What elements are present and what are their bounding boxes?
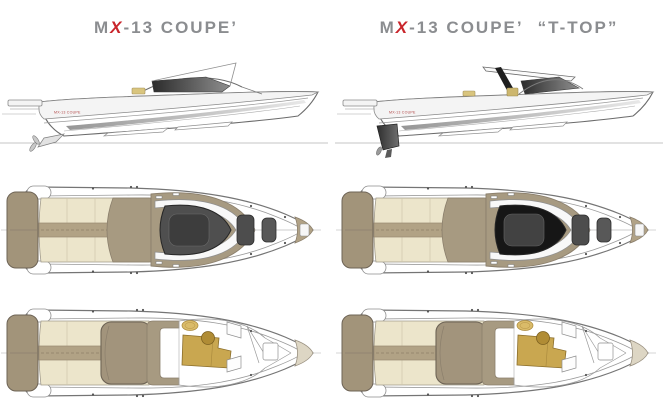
title-coupe: MX-13 COUPE’ bbox=[0, 18, 332, 38]
title-x-accent: X bbox=[110, 18, 124, 37]
title-ttop-suffix: “T-TOP” bbox=[537, 18, 619, 37]
title-post: -13 COUPE’ bbox=[409, 18, 524, 37]
title-ttop: MX-13 COUPE’ “T-TOP” bbox=[333, 18, 665, 38]
coupe-deck-plan-view bbox=[0, 168, 322, 292]
title-pre: M bbox=[379, 18, 396, 37]
ttop-side-profile-view bbox=[335, 50, 665, 162]
ttop-interior-plan-view bbox=[335, 291, 657, 415]
title-post: -13 COUPE’ bbox=[123, 18, 238, 37]
ttop-column: MX-13 COUPE’ “T-TOP” bbox=[333, 0, 665, 419]
title-x-accent: X bbox=[395, 18, 410, 37]
coupe-column: MX-13 COUPE’ bbox=[0, 0, 332, 419]
ttop-deck-plan-view bbox=[335, 168, 657, 292]
title-pre: M bbox=[94, 18, 111, 37]
coupe-interior-plan-view bbox=[0, 291, 322, 415]
coupe-side-profile-view bbox=[0, 50, 330, 162]
